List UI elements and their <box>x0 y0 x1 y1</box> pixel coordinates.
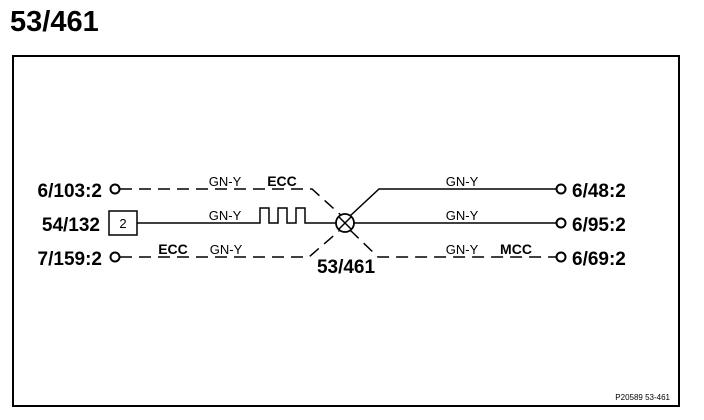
pin-box <box>108 210 138 236</box>
splice-label: 53/461 <box>317 257 376 278</box>
wire-color-label-5: GN-Y <box>446 208 479 223</box>
left-connector-3-label: 7/159:2 <box>38 249 102 270</box>
splice-53-461 <box>335 213 355 233</box>
right-connector-3-label: 6/69:2 <box>572 249 626 270</box>
left-connector-1-label: 6/103:2 <box>38 181 102 202</box>
right-terminal-1 <box>555 183 567 195</box>
left-terminal-3 <box>109 251 121 263</box>
reference-code: P20589 53-461 <box>615 393 670 402</box>
bus-label-mcc: MCC <box>500 241 532 257</box>
right-connector-2-label: 6/95:2 <box>572 215 626 236</box>
left-connector-2-label: 54/132 <box>42 215 100 236</box>
right-terminal-2 <box>555 217 567 229</box>
right-connector-1-label: 6/48:2 <box>572 181 626 202</box>
wire-left-1 <box>120 188 344 218</box>
wire-right-3 <box>349 229 556 258</box>
wire-color-label-2: GN-Y <box>209 208 242 223</box>
wire-color-label-4: GN-Y <box>446 174 479 189</box>
bus-label-ecc-top: ECC <box>267 173 297 189</box>
diagram-frame <box>12 55 680 407</box>
left-terminal-1 <box>109 183 121 195</box>
bus-label-ecc-bottom: ECC <box>158 241 188 257</box>
wire-color-label-3: GN-Y <box>210 242 243 257</box>
page-title: 53/461 <box>10 6 99 38</box>
wire-right-1 <box>349 188 556 217</box>
wire-left-2 <box>137 207 336 224</box>
pin-box-label: 2 <box>119 216 126 231</box>
wire-left-3 <box>120 230 340 258</box>
wire-color-label-1: GN-Y <box>209 174 242 189</box>
right-terminal-3 <box>555 251 567 263</box>
wire-color-label-6: GN-Y <box>446 242 479 257</box>
